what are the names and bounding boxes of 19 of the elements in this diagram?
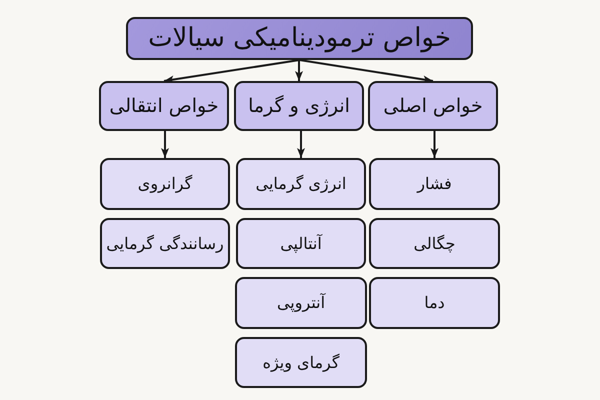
category-box: خواص اصلی bbox=[368, 81, 498, 131]
property-box: آنتالپی bbox=[236, 218, 366, 269]
arrow bbox=[164, 59, 300, 84]
arrow bbox=[161, 131, 169, 158]
property-box: گرمای ویژه bbox=[235, 337, 367, 388]
arrow bbox=[295, 60, 303, 81]
category-box: انرژی و گرما bbox=[234, 81, 364, 131]
arrow bbox=[430, 131, 438, 158]
arrow bbox=[299, 59, 434, 84]
property-box: گرانروی bbox=[100, 158, 230, 210]
property-box: آنتروپی bbox=[235, 277, 367, 329]
property-box: رسانندگی گرمایی bbox=[100, 218, 230, 269]
property-box: چگالی bbox=[369, 218, 500, 269]
property-box: فشار bbox=[369, 158, 500, 210]
category-box: خواص انتقالی bbox=[99, 81, 229, 131]
property-box: دما bbox=[369, 277, 500, 329]
title-box: خواص ترمودینامیکی سیالات bbox=[126, 17, 473, 60]
arrow bbox=[297, 131, 305, 158]
property-box: انرژی گرمایی bbox=[236, 158, 366, 210]
